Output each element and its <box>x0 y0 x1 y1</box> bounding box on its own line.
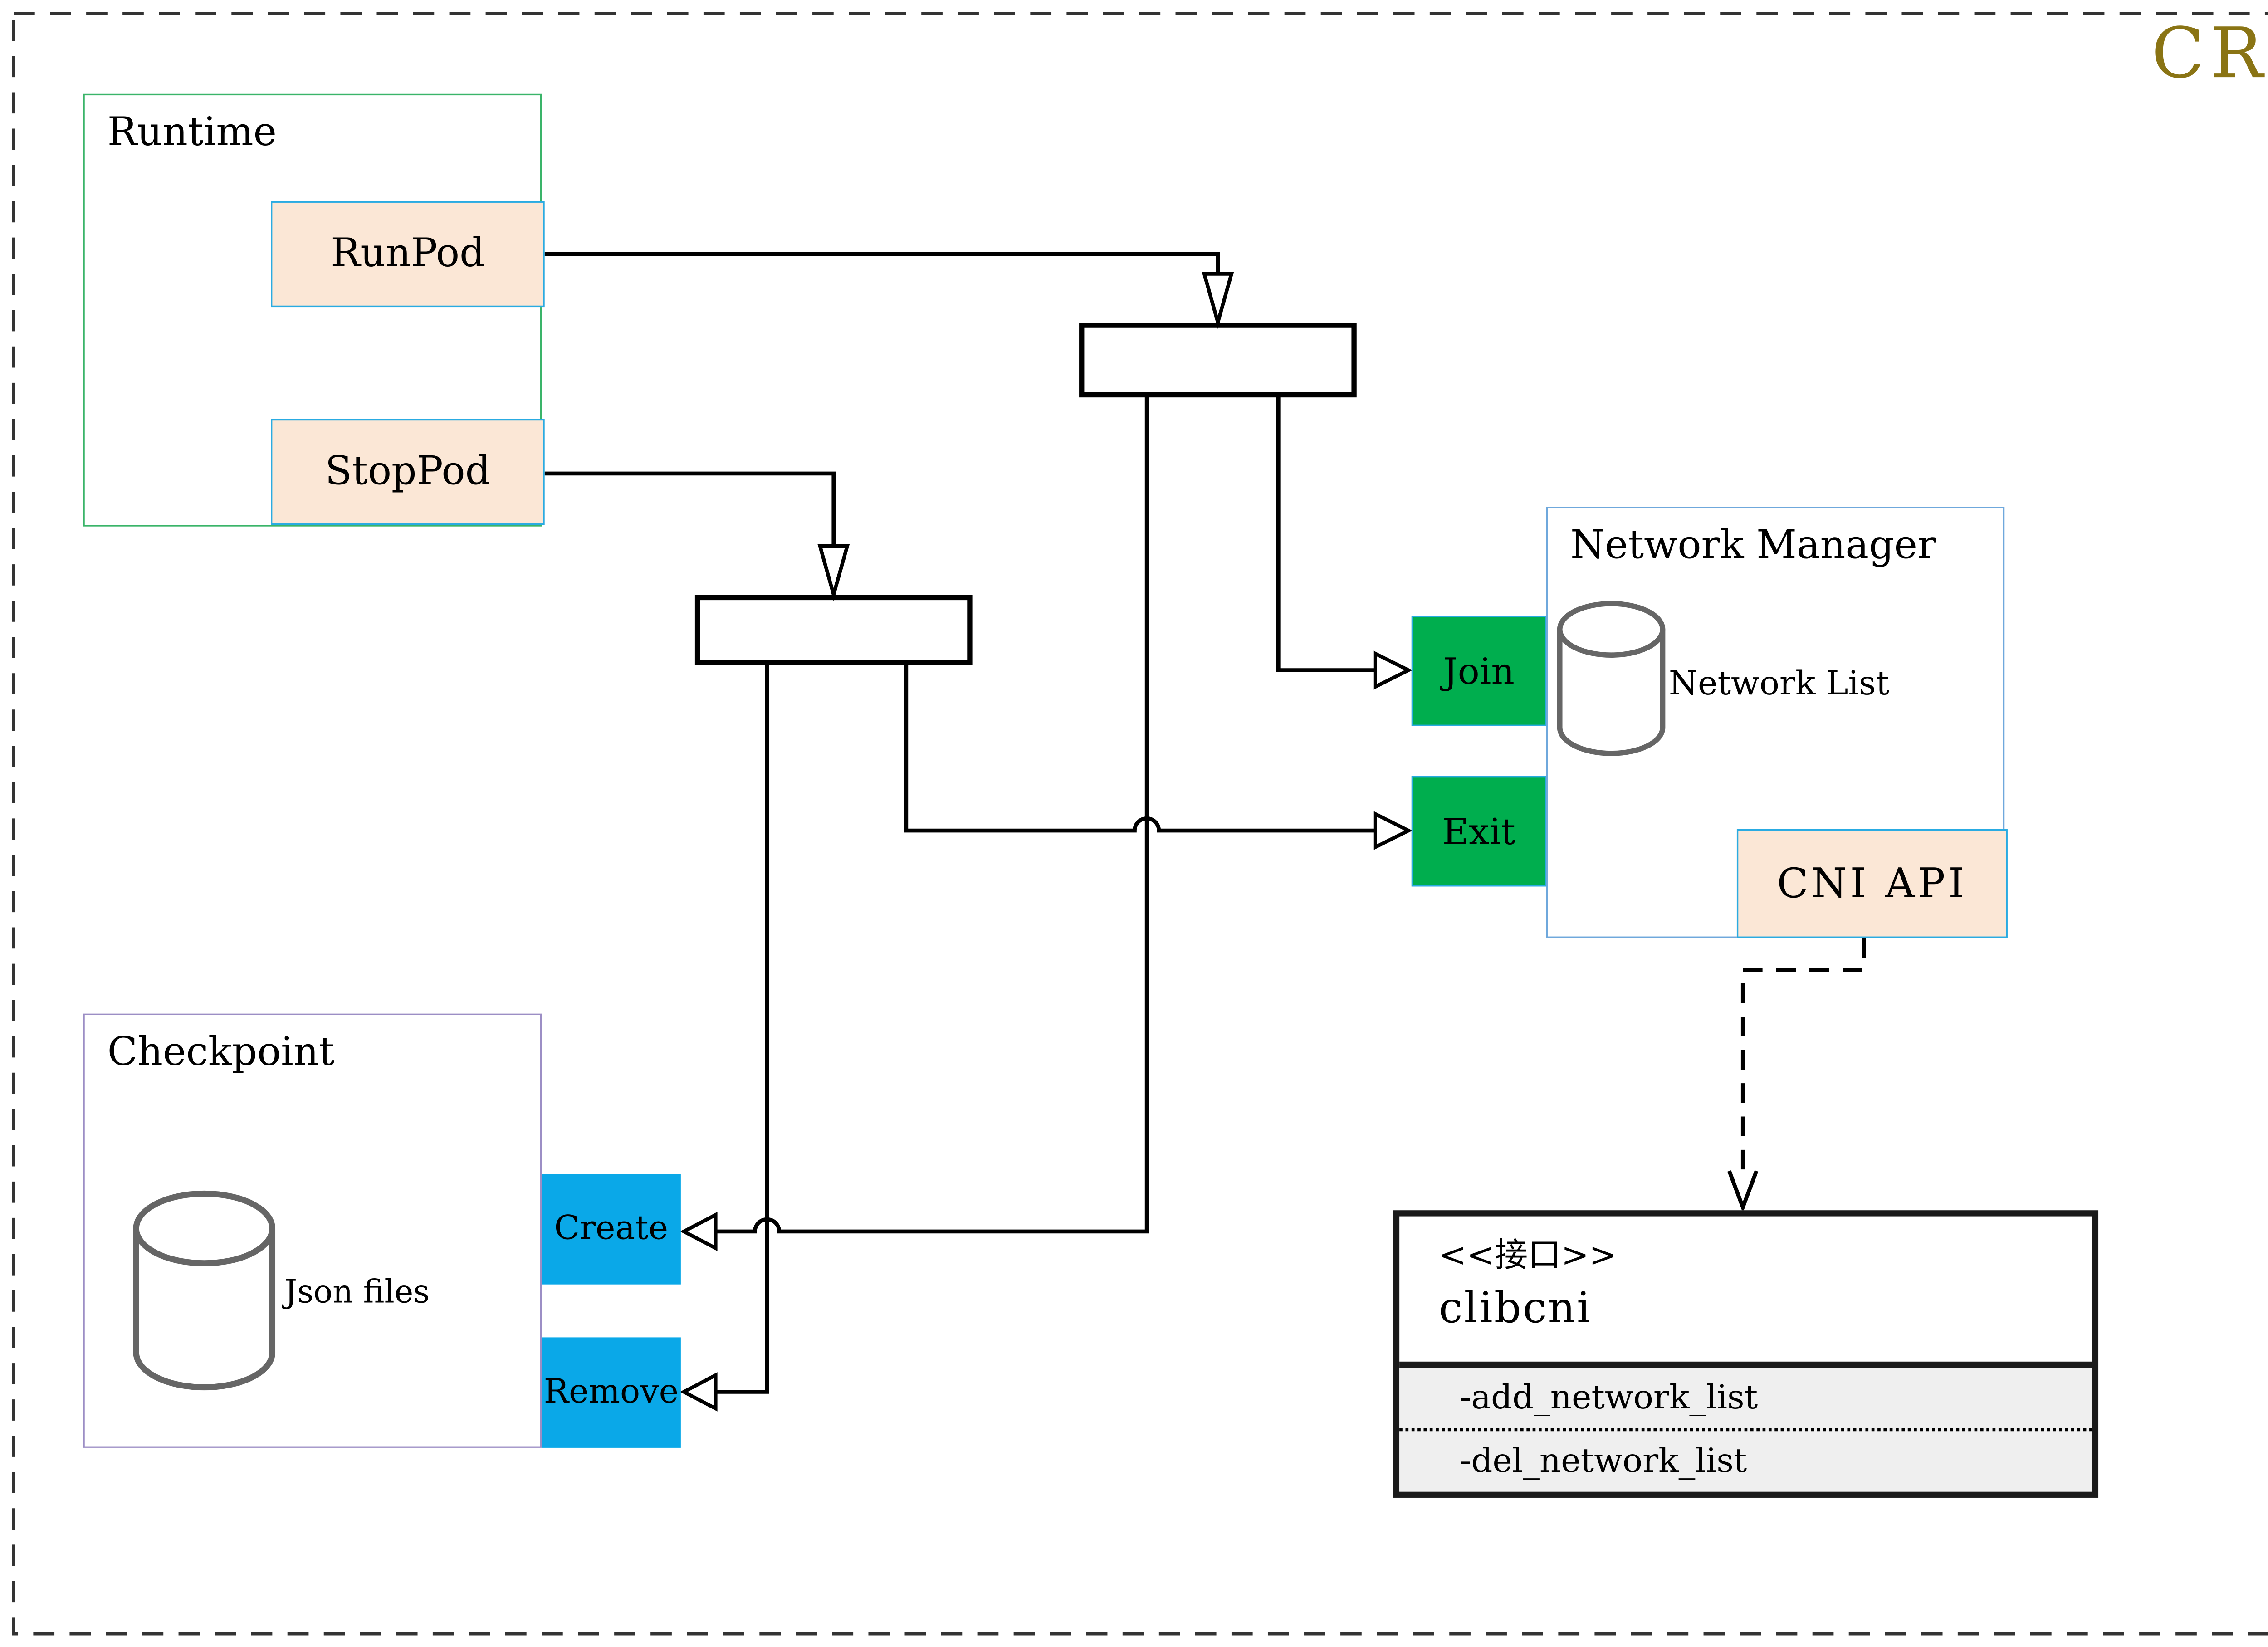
interface-header: <<接口>> clibcni <box>1399 1217 2092 1368</box>
network-list-label: Network List <box>1668 665 1890 704</box>
interface-name: clibcni <box>1438 1283 1592 1333</box>
arrowhead-down-junction2 <box>817 544 850 601</box>
method-del-network-list: -del_network_list <box>1399 1428 2092 1492</box>
page-title: CRI <box>2151 12 2268 94</box>
junction-box-1 <box>1079 323 1357 398</box>
method-add-network-list: -add_network_list <box>1460 1379 1758 1417</box>
stoppod-node: StopPod <box>271 419 545 525</box>
connector-junction2-to-exit <box>904 662 1374 833</box>
arrowhead-open-clibcni <box>1727 1170 1759 1213</box>
json-files-label: Json files <box>284 1274 430 1310</box>
junction-box-2 <box>694 595 973 665</box>
create-node: Create <box>542 1174 681 1285</box>
runtime-title: Runtime <box>107 110 277 156</box>
exit-node: Exit <box>1411 776 1546 887</box>
remove-node: Remove <box>542 1337 681 1448</box>
connector-cniapi-to-clibcni <box>1740 938 1866 1174</box>
runpod-node: RunPod <box>271 201 545 308</box>
connector-junction1-to-join <box>1276 395 1374 672</box>
arrowhead-right-join <box>1373 650 1413 690</box>
arrowhead-right-exit <box>1373 811 1413 850</box>
checkpoint-title: Checkpoint <box>107 1030 335 1076</box>
connector-stoppod-to-junction2 <box>544 471 836 547</box>
join-node: Join <box>1411 616 1546 726</box>
connector-runpod-to-junction1 <box>544 252 1220 274</box>
clibcni-interface-box: <<接口>> clibcni -add_network_list -del_ne… <box>1393 1210 2099 1498</box>
interface-stereotype: <<接口>> <box>1438 1237 1617 1276</box>
arrowhead-down-junction1 <box>1202 272 1234 329</box>
checkpoint-box: Checkpoint <box>83 1013 542 1448</box>
connector-junction1-to-create <box>715 395 1149 1234</box>
interface-methods: -add_network_list -del_network_list <box>1399 1368 2092 1492</box>
arrowhead-left-remove <box>679 1372 718 1412</box>
connector-junction2-to-remove <box>715 662 769 1394</box>
cni-api-node: CNI API <box>1736 829 2008 938</box>
arrowhead-left-create <box>679 1212 718 1251</box>
network-manager-title: Network Manager <box>1570 523 1936 569</box>
